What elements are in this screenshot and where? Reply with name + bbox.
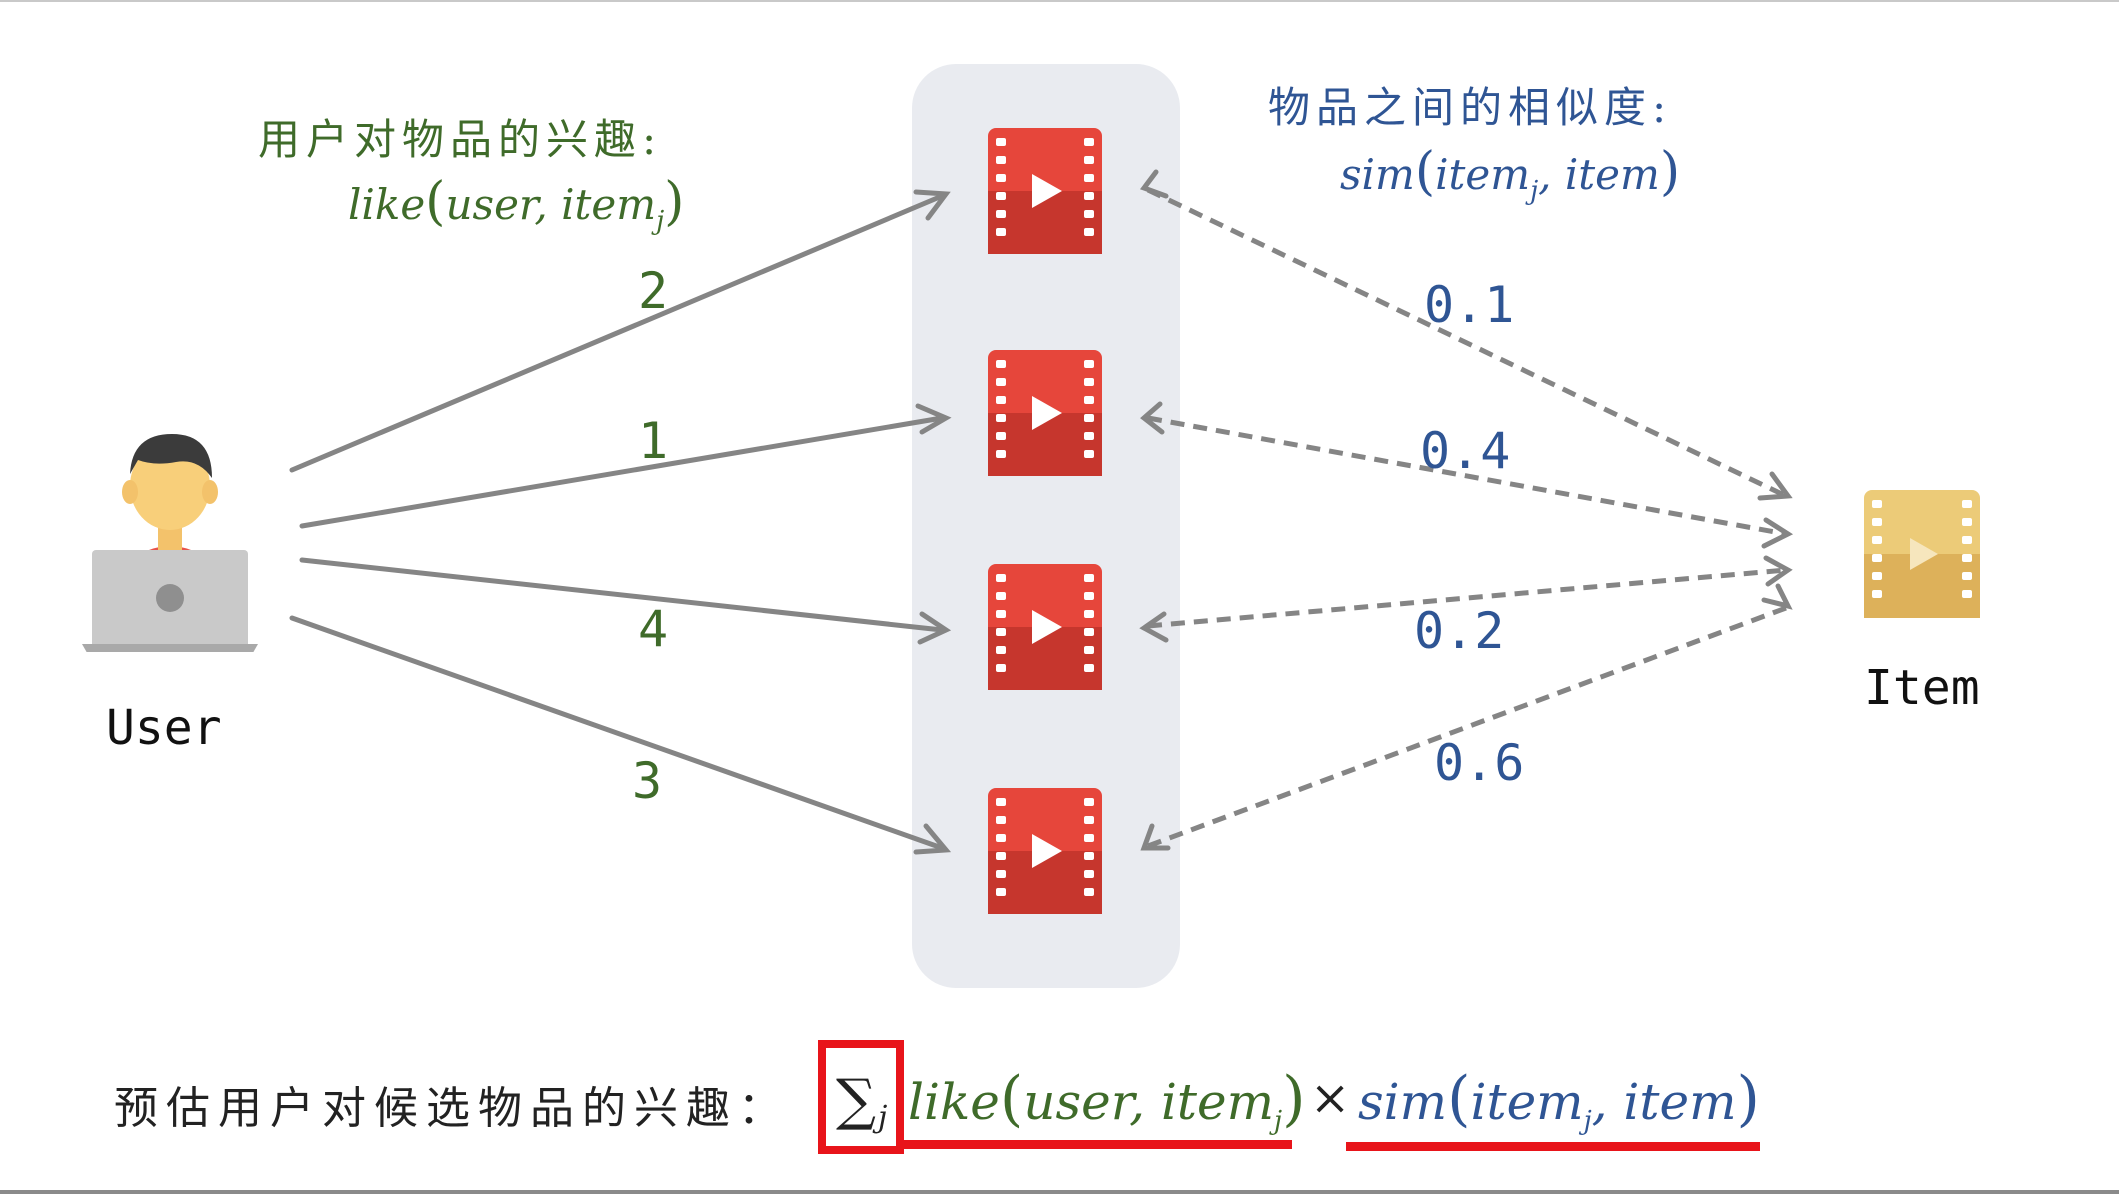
sim-term-fn: sim xyxy=(1358,1073,1448,1131)
like-weight-3: 4 xyxy=(638,600,669,658)
like-arrowhead-4 xyxy=(913,823,952,855)
like-term-sub: j xyxy=(1274,1106,1283,1136)
like-weight-4: 3 xyxy=(632,752,663,810)
like-formula: like(user, itemj) xyxy=(348,172,685,236)
like-arrow-4 xyxy=(289,615,945,851)
sim-formula-fn: sim xyxy=(1340,150,1415,199)
like-arrow-2 xyxy=(299,415,945,529)
sim-arrowhead-4b xyxy=(1761,583,1793,610)
like-arrowhead-1 xyxy=(913,189,951,221)
sim-term: sim(itemj, item) xyxy=(1358,1064,1760,1136)
bottom-border xyxy=(0,1190,2119,1194)
like-heading: 用户对物品的兴趣: xyxy=(258,115,663,164)
like-formula-arg1: user, xyxy=(445,180,562,229)
user-at-laptop-icon xyxy=(82,434,258,652)
video-play-icon xyxy=(988,128,1102,254)
video-icon xyxy=(1864,490,1980,618)
like-formula-arg2: item xyxy=(561,180,657,229)
like-weight-1: 2 xyxy=(638,262,669,320)
sim-value-4: 0.6 xyxy=(1434,734,1525,792)
sim-formula: sim(itemj, item) xyxy=(1340,142,1681,206)
sim-value-1: 0.1 xyxy=(1424,276,1515,334)
sim-arrowhead-1a xyxy=(1139,169,1169,199)
video-play-icon xyxy=(988,788,1102,914)
user-label: User xyxy=(106,700,222,756)
sim-arrow-3 xyxy=(1147,567,1787,629)
like-arrow-1 xyxy=(289,193,945,473)
sim-arrowhead-1b xyxy=(1757,471,1793,501)
like-term-arg: user, item xyxy=(1023,1073,1275,1131)
top-border xyxy=(0,0,2119,2)
like-term-fn: like xyxy=(908,1073,1000,1131)
times-symbol: × xyxy=(1310,1070,1351,1126)
like-weight-2: 1 xyxy=(638,412,669,470)
sum-subscript: j xyxy=(878,1100,888,1135)
sim-value-2: 0.4 xyxy=(1420,422,1511,480)
sim-arrow-1 xyxy=(1146,187,1788,499)
like-formula-fn: like xyxy=(348,180,426,229)
like-arrowhead-3 xyxy=(917,611,952,645)
like-term: like(user, itemj) xyxy=(908,1064,1306,1136)
sim-formula-sub: j xyxy=(1530,176,1539,206)
sim-value-3: 0.2 xyxy=(1414,602,1505,660)
video-play-icon xyxy=(988,564,1102,690)
sim-term-arg2: , item xyxy=(1591,1073,1737,1131)
sum-highlight-box xyxy=(818,1040,904,1154)
prediction-label: 预估用户对候选物品的兴趣： xyxy=(114,1083,790,1134)
sim-term-arg1: item xyxy=(1470,1073,1584,1131)
sim-arrowhead-2a xyxy=(1140,401,1165,435)
item-label: Item xyxy=(1864,660,1980,716)
sim-arrowhead-3b xyxy=(1763,555,1793,587)
sim-formula-arg2: , item xyxy=(1538,150,1660,199)
sim-heading: 物品之间的相似度: xyxy=(1268,83,1673,132)
sim-arrow-2 xyxy=(1147,415,1787,537)
like-arrowhead-2 xyxy=(915,403,952,435)
like-arrow-3 xyxy=(299,557,945,633)
sim-arrowhead-2b xyxy=(1761,517,1794,549)
sim-term-sub: j xyxy=(1583,1106,1592,1136)
sum-symbol: ∑ xyxy=(836,1068,876,1133)
like-term-underline xyxy=(904,1140,1292,1149)
like-formula-sub: j xyxy=(656,206,665,236)
sim-arrowhead-4a xyxy=(1140,823,1171,851)
sim-term-underline xyxy=(1346,1142,1760,1151)
sim-arrowhead-3a xyxy=(1139,611,1169,643)
sim-formula-arg1: item xyxy=(1435,150,1531,199)
video-play-icon xyxy=(988,350,1102,476)
